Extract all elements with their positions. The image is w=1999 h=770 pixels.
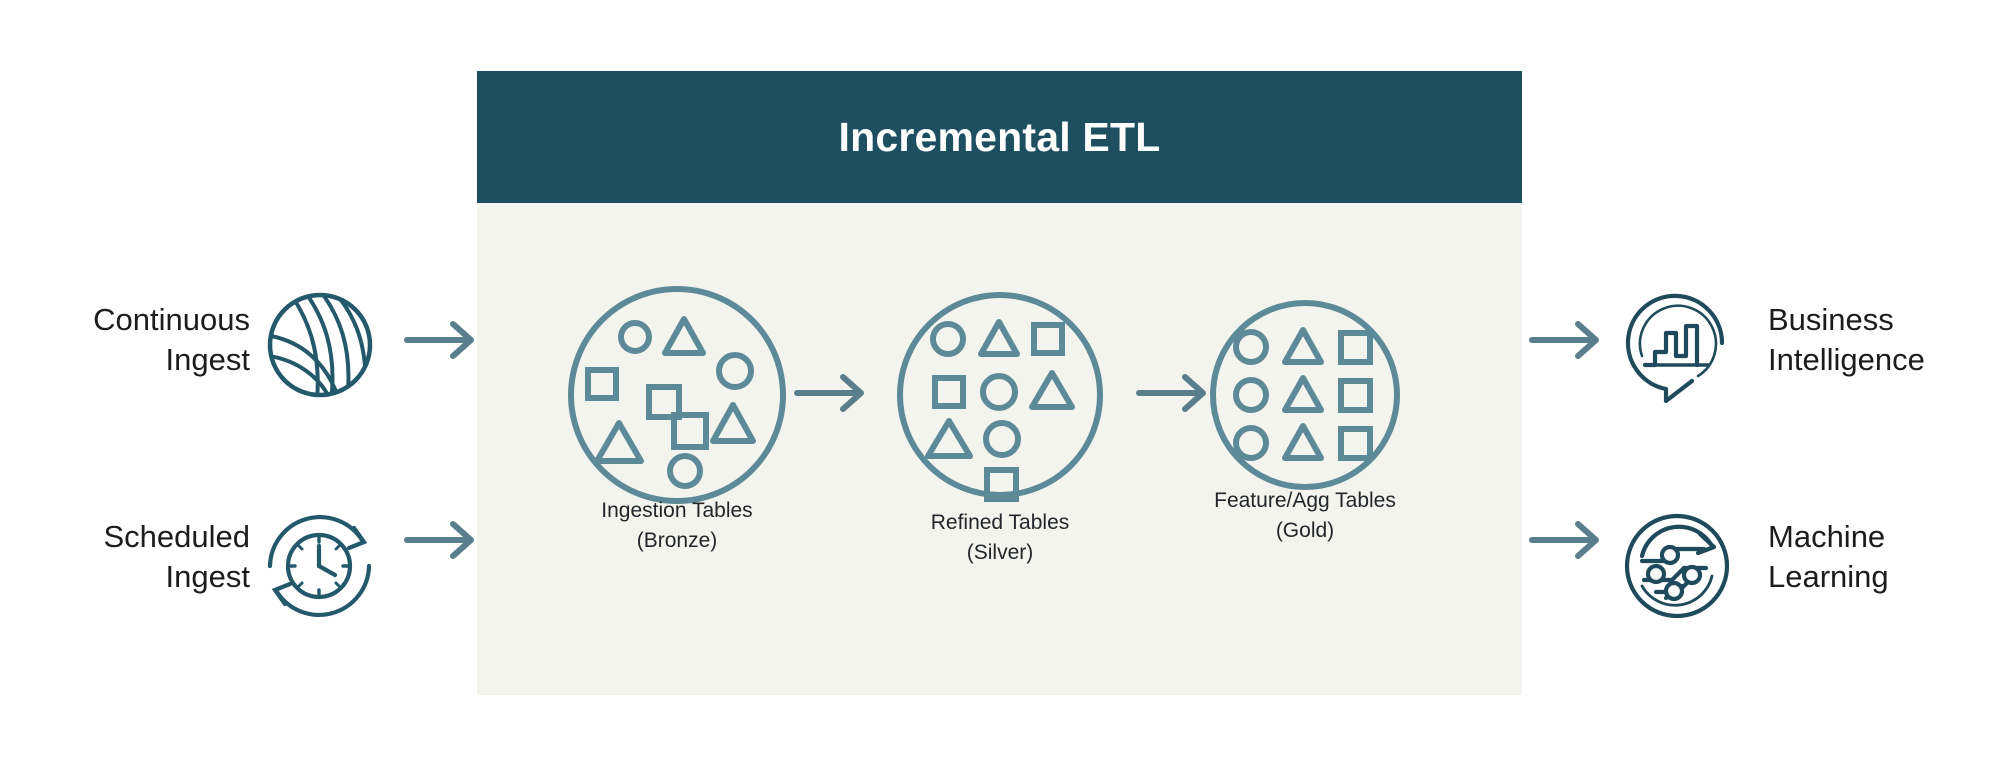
stage-label-silver: Refined Tables (Silver) — [930, 511, 1070, 564]
arrow-continuous-to-panel — [404, 318, 485, 362]
arrow-silver-to-gold — [1136, 371, 1215, 415]
incremental-etl-panel: Incremental ETL — [477, 71, 1522, 695]
clock-refresh-icon — [262, 508, 377, 623]
arrow-panel-to-ml — [1529, 518, 1610, 562]
panel-header: Incremental ETL — [477, 71, 1522, 203]
stage-icon-gold — [1199, 289, 1411, 501]
stage-label-bronze: Ingestion Tables (Bronze) — [601, 499, 753, 552]
source-label-continuous-ingest: Continuous Ingest — [93, 302, 250, 377]
source-label-scheduled-ingest: Scheduled Ingest — [103, 519, 250, 594]
arrow-bronze-to-silver — [794, 371, 873, 415]
panel-title: Incremental ETL — [838, 113, 1161, 160]
stage-icon-silver — [886, 281, 1114, 509]
consumer-label-machine-learning: Machine Learning — [1768, 519, 1889, 594]
stage-icon-bronze — [557, 275, 797, 515]
arrow-scheduled-to-panel — [404, 518, 485, 562]
streaming-sphere-icon — [265, 290, 375, 400]
bar-chart-speech-bubble-icon — [1620, 288, 1738, 406]
stage-label-gold: Feature/Agg Tables (Gold) — [1214, 489, 1396, 542]
arrow-panel-to-bi — [1529, 318, 1610, 362]
ml-network-refresh-icon — [1620, 508, 1735, 623]
consumer-label-business-intelligence: Business Intelligence — [1768, 302, 1925, 377]
